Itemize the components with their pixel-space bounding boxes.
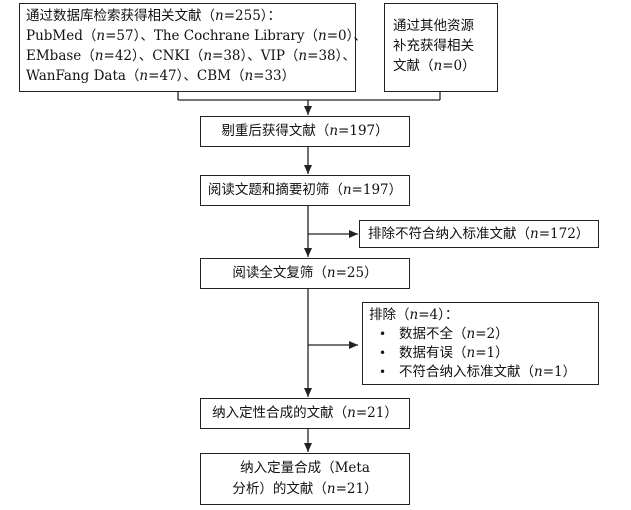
exclusion-2-item-3: 不符合纳入标准文献（n=1） <box>399 364 577 380</box>
exclusion-1-box: 排除不符合纳入标准文献（n=172） <box>359 220 599 248</box>
database-line-3: EMbase（n=42）、CNKI（n=38）、VIP（n=38）、 <box>26 48 356 64</box>
fulltext-screen-box: 阅读全文复筛（n=25） <box>200 258 410 289</box>
other-line-1: 通过其他资源 <box>393 18 474 34</box>
fulltext-screen-text: 阅读全文复筛（n=25） <box>232 265 378 281</box>
quantitative-synthesis-box: 纳入定量合成（Meta 分析）的文献（n=21） <box>200 453 410 505</box>
other-line-3: 文献（n=0） <box>393 58 476 74</box>
qualitative-synthesis-text: 纳入定性合成的文献（n=21） <box>212 405 398 421</box>
title-abstract-screen-box: 阅读文题和摘要初筛（n=197） <box>200 175 410 206</box>
title-abstract-screen-text: 阅读文题和摘要初筛（n=197） <box>207 182 403 198</box>
database-line-4: WanFang Data（n=47）、CBM（n=33） <box>26 68 296 84</box>
dedup-box: 剔重后获得文献（n=197） <box>200 116 410 147</box>
exclusion-2-item-2: 数据有误（n=1） <box>399 345 509 361</box>
exclusion-2-title: 排除（n=4）： <box>369 307 459 323</box>
quantitative-synthesis-line-1: 纳入定量合成（Meta <box>240 460 370 476</box>
database-line-2: PubMed（n=57）、The Cochrane Library（n=0）、 <box>26 28 367 44</box>
database-search-box: 通过数据库检索获得相关文献（n=255）： PubMed（n=57）、The C… <box>19 3 367 92</box>
bullet-icon: • <box>379 365 387 379</box>
exclusion-2-item-1: 数据不全（n=2） <box>399 326 509 342</box>
qualitative-synthesis-box: 纳入定性合成的文献（n=21） <box>200 398 410 429</box>
bullet-icon: • <box>379 327 387 341</box>
other-line-2: 补充获得相关 <box>393 38 474 54</box>
database-line-1: 通过数据库检索获得相关文献（n=255）： <box>26 8 282 24</box>
bullet-icon: • <box>379 346 387 360</box>
other-sources-box: 通过其他资源 补充获得相关 文献（n=0） <box>384 3 498 92</box>
exclusion-2-box: 排除（n=4）： • 数据不全（n=2） • 数据有误（n=1） • 不符合纳入… <box>362 302 599 385</box>
quantitative-synthesis-line-2: 分析）的文献（n=21） <box>232 481 378 497</box>
exclusion-1-text: 排除不符合纳入标准文献（n=172） <box>368 226 590 242</box>
dedup-text: 剔重后获得文献（n=197） <box>221 123 389 139</box>
